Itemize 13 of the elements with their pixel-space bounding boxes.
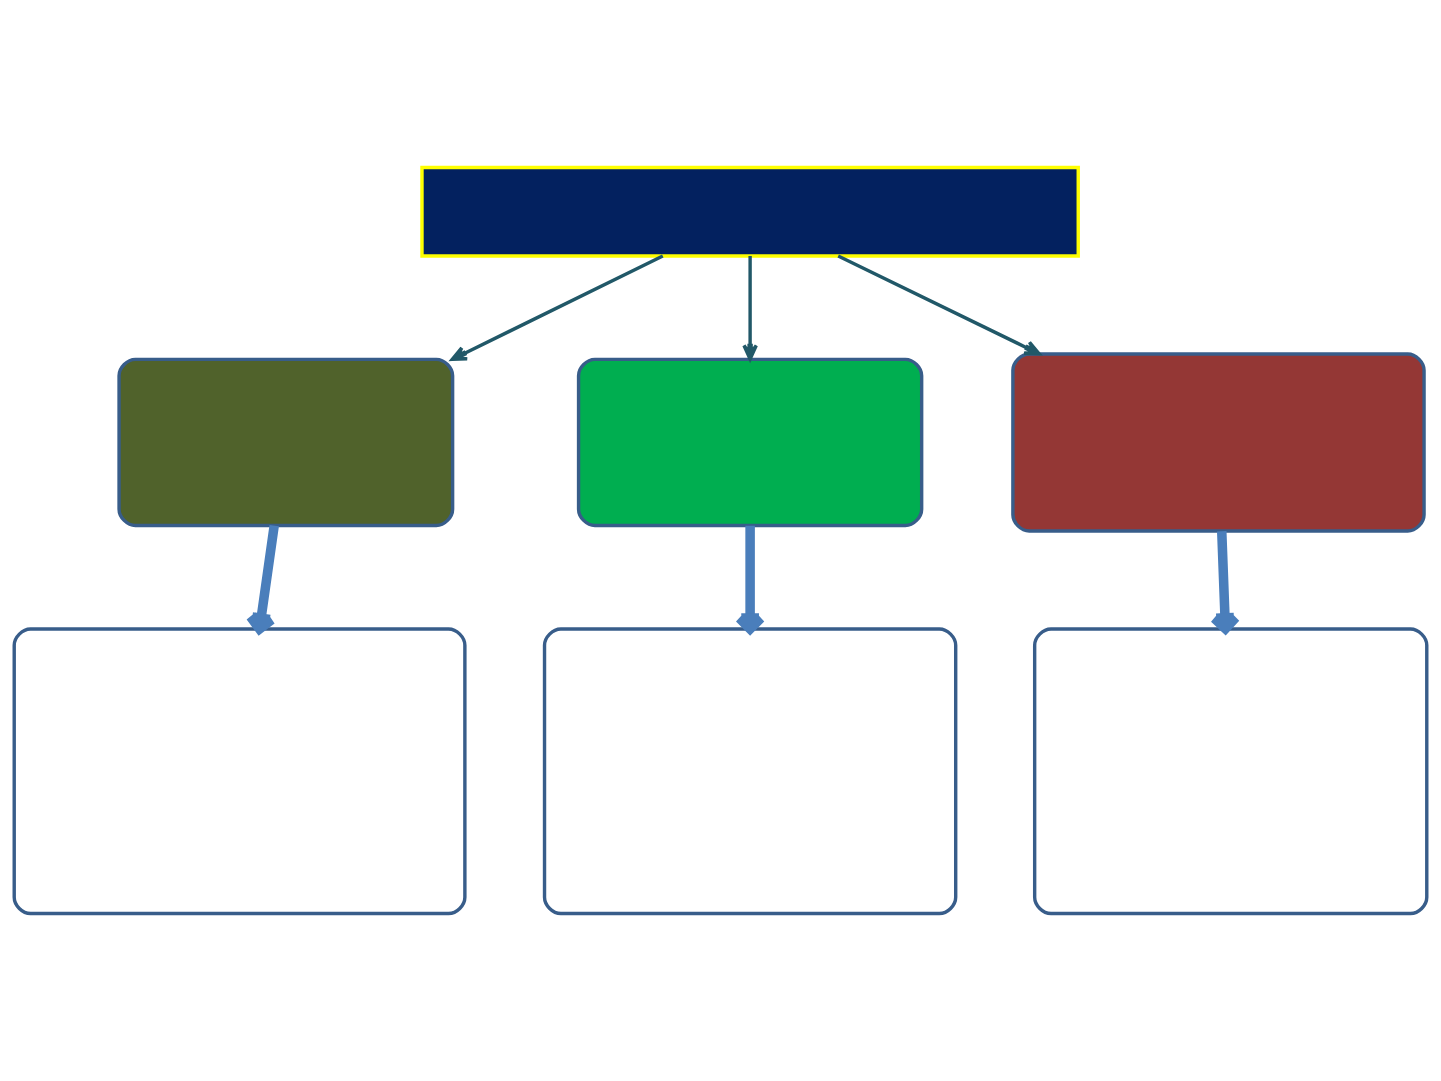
node-box bbox=[542, 627, 958, 916]
node-box bbox=[12, 627, 467, 916]
arrow bbox=[245, 525, 279, 634]
node-box bbox=[1011, 352, 1426, 533]
node-box bbox=[576, 357, 924, 528]
node-box bbox=[1032, 627, 1429, 916]
arrow bbox=[734, 525, 766, 634]
arrow bbox=[450, 254, 664, 362]
node-box bbox=[420, 165, 1080, 258]
node-box bbox=[117, 357, 455, 528]
arrow bbox=[837, 254, 1041, 356]
arrow bbox=[742, 255, 758, 361]
arrow bbox=[1209, 531, 1241, 634]
